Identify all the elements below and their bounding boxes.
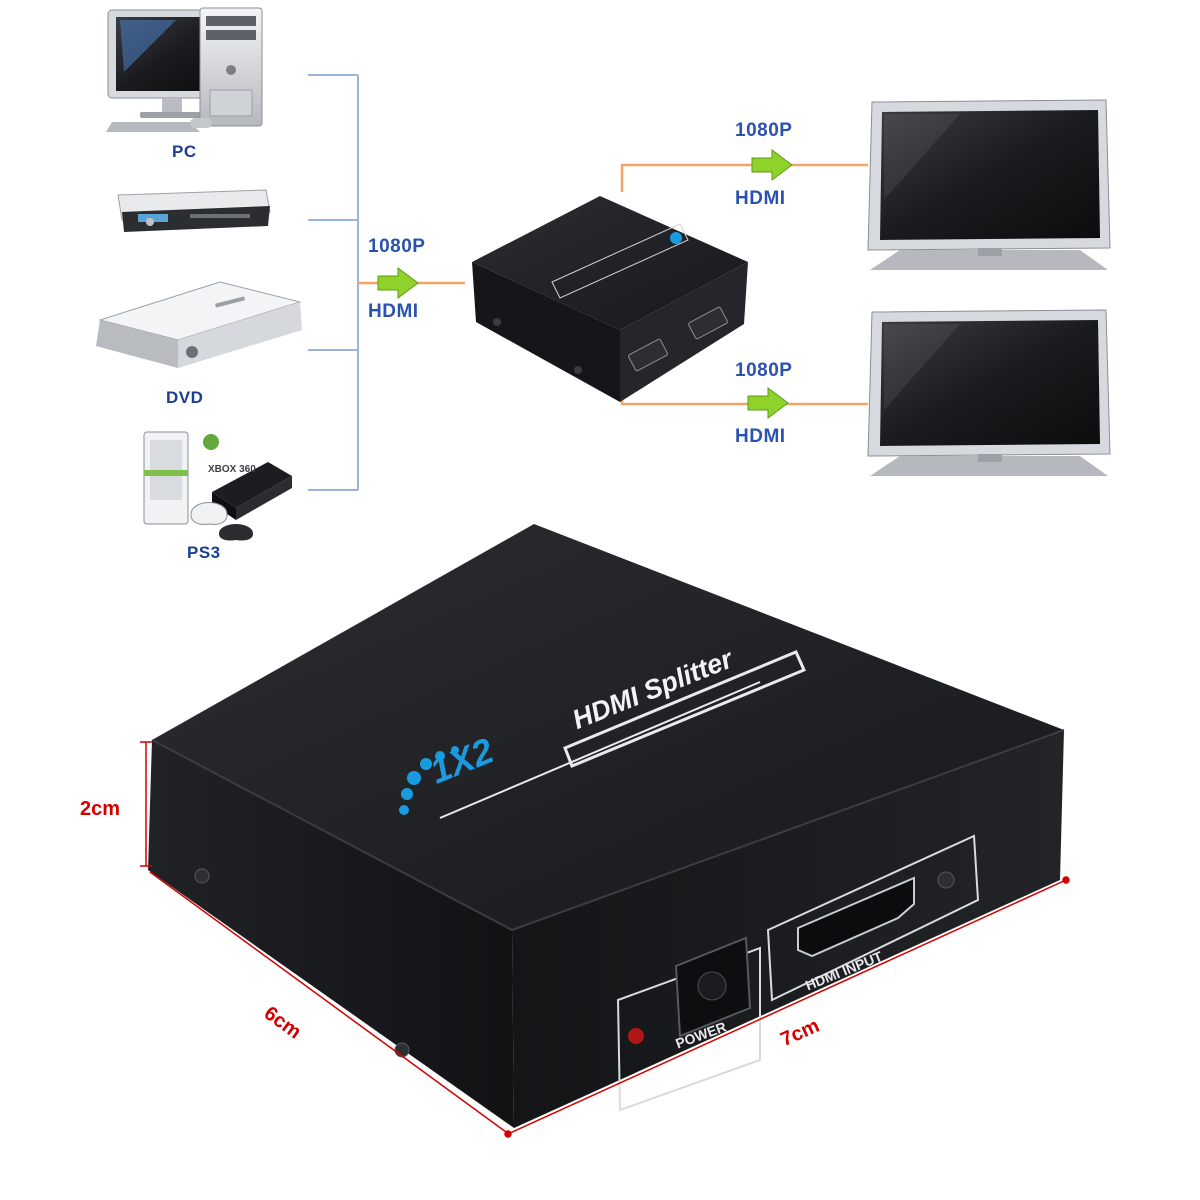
power-led-icon	[628, 1028, 644, 1044]
console-brand-label: XBOX 360	[208, 464, 256, 475]
output-top-resolution-label: 1080P	[735, 120, 793, 141]
input-resolution-label: 1080P	[368, 236, 426, 257]
set-top-box-icon	[117, 189, 271, 232]
width-dimension-line	[507, 879, 1067, 1135]
arrow-output-top-icon	[751, 149, 793, 181]
tv-bottom-icon	[867, 309, 1111, 476]
arrow-output-bottom-icon	[747, 387, 789, 419]
output-link-bottom	[620, 380, 868, 406]
splitter-device-photo	[148, 524, 1065, 1128]
splitter-small-icon	[472, 196, 748, 402]
depth-dimension-line	[149, 871, 507, 1133]
source-label-pc: PC	[172, 142, 197, 161]
output-bottom-interface-label: HDMI	[735, 426, 786, 447]
output-top-interface-label: HDMI	[735, 188, 786, 209]
height-dimension-label: 2cm	[80, 798, 121, 820]
output-bottom-resolution-label: 1080P	[735, 360, 793, 381]
dvd-player-icon	[96, 281, 302, 368]
input-interface-label: HDMI	[368, 301, 419, 322]
hdmi-panel-outline	[766, 834, 980, 1002]
arrow-input-icon	[377, 267, 419, 299]
hdmi-port-icon	[797, 876, 915, 958]
source-label-dvd: DVD	[166, 388, 204, 407]
tv-top-icon	[867, 99, 1111, 270]
source-bus-lines	[308, 74, 359, 491]
source-label-ps3: PS3	[187, 543, 221, 562]
game-consoles-icon	[143, 431, 292, 541]
dimension-lines	[140, 741, 1070, 1138]
pc-tower-monitor-icon	[106, 7, 263, 132]
